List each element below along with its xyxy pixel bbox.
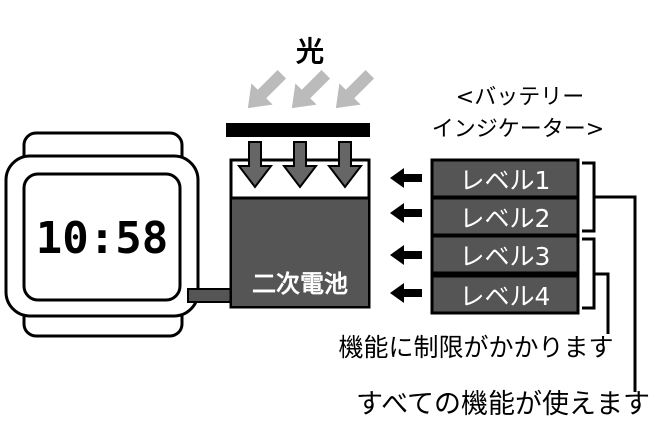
level-4-label: レベル4 [460, 282, 551, 311]
light-arrows [247, 69, 375, 109]
light-arrow-icon [291, 69, 331, 109]
battery-charge [232, 198, 368, 306]
indicator-header-line2: インジケーター> [432, 117, 604, 142]
level-2: レベル2 [430, 196, 580, 237]
light-arrow-icon [247, 69, 287, 109]
charge-arrows [236, 141, 364, 189]
level-3-label: レベル3 [460, 242, 551, 271]
level-3: レベル3 [430, 234, 580, 275]
watch-time: 10:58 [36, 213, 168, 264]
indicator-header-line1: <バッテリー [456, 85, 584, 110]
level-2-label: レベル2 [460, 204, 551, 233]
solar-panel [226, 123, 370, 137]
level-1: レベル1 [430, 158, 580, 199]
bracket-levels-3-4 [582, 237, 610, 334]
left-arrow-icon [390, 168, 422, 188]
level-4: レベル4 [430, 274, 580, 315]
note-restricted-functions: 機能に制限がかかります [338, 333, 613, 362]
watch: 10:58 [4, 131, 200, 338]
connection-cable [187, 288, 233, 303]
left-arrow-icon [390, 203, 422, 223]
bracket-levels-1-2 [582, 161, 637, 392]
battery-label: 二次電池 [252, 270, 348, 298]
down-arrow-icon [236, 141, 274, 189]
pointer-arrows [390, 168, 422, 303]
light-label: 光 [295, 35, 324, 68]
left-arrow-icon [390, 245, 422, 265]
down-arrow-icon [281, 141, 319, 189]
left-arrow-icon [390, 283, 422, 303]
watch-display [22, 172, 182, 302]
level-1-label: レベル1 [460, 166, 551, 195]
down-arrow-icon [326, 141, 364, 189]
note-all-functions: すべての機能が使えます [356, 389, 650, 420]
light-arrow-icon [335, 69, 375, 109]
